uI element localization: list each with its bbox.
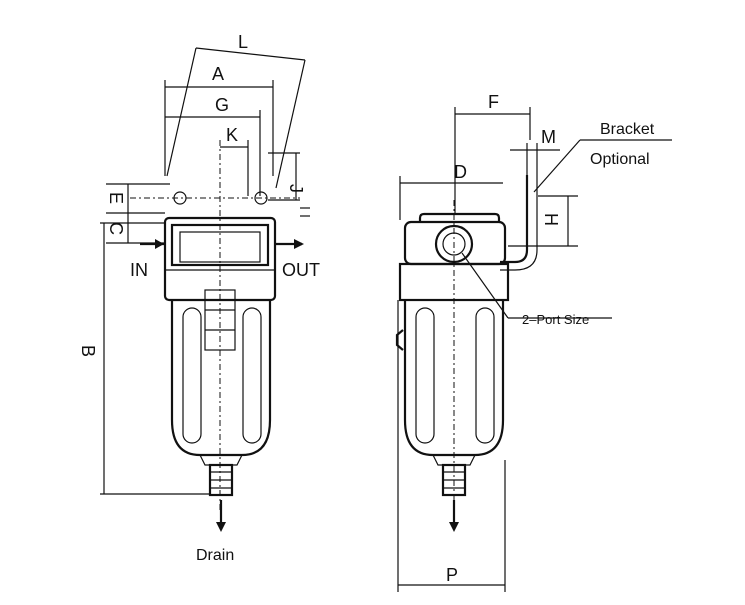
- dimension-h: H: [508, 195, 578, 247]
- label-j: J: [286, 184, 306, 193]
- dimension-p: P: [397, 300, 506, 592]
- label-b: B: [78, 345, 98, 357]
- dimension-b: B: [78, 222, 210, 495]
- port-size-label: 2–Port Size: [522, 312, 589, 327]
- inlet-label: IN: [130, 260, 148, 280]
- filter-head: [163, 216, 277, 302]
- label-a: A: [212, 64, 224, 84]
- label-c: C: [106, 222, 126, 235]
- bracket-hole-left: [173, 191, 187, 205]
- label-d: D: [454, 162, 467, 182]
- label-h: H: [541, 213, 561, 226]
- label-g: G: [215, 95, 229, 115]
- bracket-label: Bracket: [600, 121, 655, 138]
- label-l: L: [238, 32, 248, 52]
- dimension-l: L: [166, 32, 306, 189]
- front-view: L A G K J: [78, 32, 320, 564]
- dimension-k: K: [220, 125, 249, 196]
- label-k: K: [226, 125, 238, 145]
- drain-valve: [208, 463, 234, 497]
- outlet-arrow: OUT: [275, 239, 320, 280]
- drain-label: Drain: [196, 547, 234, 564]
- dimension-j: J: [268, 152, 310, 217]
- dimension-m: M: [510, 127, 560, 175]
- dimension-c: C: [106, 213, 165, 244]
- dimension-g: G: [165, 95, 261, 196]
- dimension-f: F: [454, 92, 531, 215]
- dimension-d: D: [399, 162, 503, 220]
- outlet-label: OUT: [282, 260, 320, 280]
- bracket-leader: Bracket Optional: [533, 121, 672, 193]
- dimension-e: E: [106, 183, 170, 214]
- label-m: M: [541, 127, 556, 147]
- side-bowl: [395, 300, 505, 466]
- side-view: F D M Bracket Optional H: [395, 92, 672, 592]
- label-p: P: [446, 565, 458, 585]
- drain-arrow: Drain: [196, 500, 234, 564]
- filter-bowl: [170, 289, 272, 466]
- label-f: F: [488, 92, 499, 112]
- bracket-hole-right: [254, 191, 268, 205]
- label-e: E: [106, 192, 126, 204]
- bracket-optional: [500, 175, 538, 271]
- port-leader: 2–Port Size: [461, 252, 612, 327]
- inlet-arrow: IN: [130, 239, 164, 280]
- optional-label: Optional: [590, 151, 650, 168]
- dimension-a: A: [164, 64, 274, 176]
